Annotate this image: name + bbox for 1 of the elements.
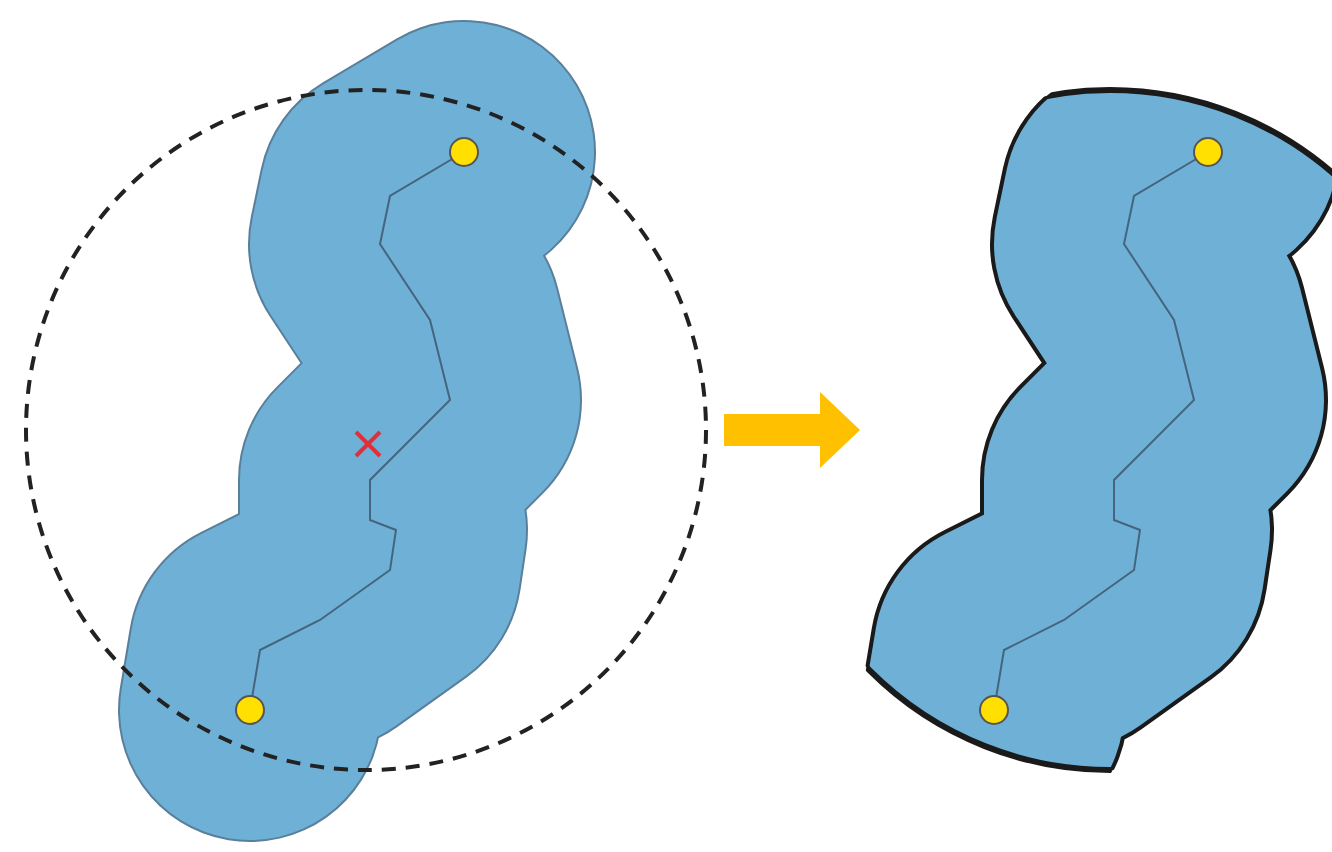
arrow — [724, 392, 860, 468]
